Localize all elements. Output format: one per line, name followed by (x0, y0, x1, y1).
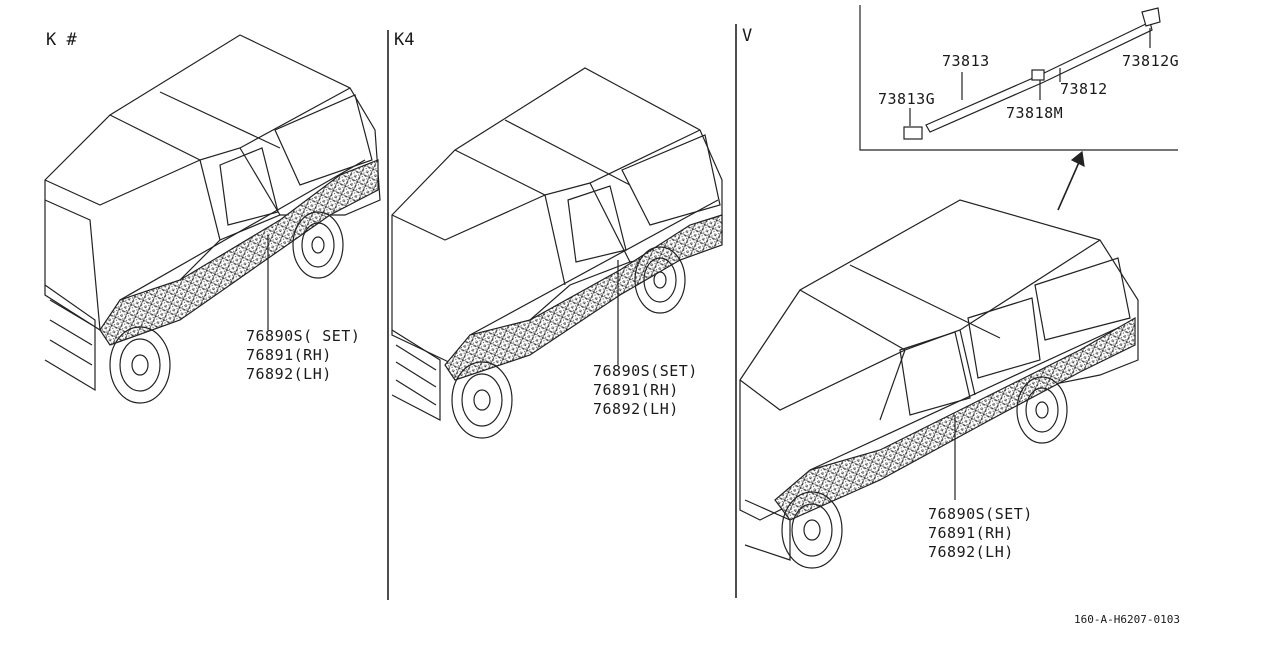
part-number-lh: 76892(LH) (928, 543, 1014, 561)
part-number-set: 76890S( SET) (246, 327, 361, 345)
part-list-k: 76890S( SET) 76891(RH) 76892(LH) (246, 327, 360, 384)
part-number-set: 76890S(SET) (593, 362, 698, 380)
section-label-k4: K4 (394, 30, 415, 50)
section-label-k: K # (46, 30, 77, 50)
callout-73818m: 73818M (1006, 104, 1064, 122)
part-number-set: 76890S(SET) (928, 505, 1033, 523)
callout-73812: 73812 (1060, 80, 1108, 98)
diagram-code: 160-A-H6207-0103 (1074, 613, 1180, 626)
truck-v (739, 199, 1139, 569)
truck-k (44, 34, 381, 404)
truck-k4 (391, 67, 723, 439)
roof-rail-detail (859, 5, 1178, 211)
part-number-rh: 76891(RH) (928, 524, 1014, 542)
part-number-lh: 76892(LH) (593, 400, 679, 418)
part-list-v: 76890S(SET) 76891(RH) 76892(LH) (928, 505, 1033, 562)
callout-73812g: 73812G (1122, 52, 1180, 70)
part-number-rh: 76891(RH) (593, 381, 679, 399)
part-number-rh: 76891(RH) (246, 346, 332, 364)
section-label-v: V (742, 26, 753, 46)
part-list-k4: 76890S(SET) 76891(RH) 76892(LH) (593, 362, 698, 419)
callout-73813: 73813 (942, 52, 990, 70)
part-number-lh: 76892(LH) (246, 365, 332, 383)
callout-73813g: 73813G (878, 90, 936, 108)
